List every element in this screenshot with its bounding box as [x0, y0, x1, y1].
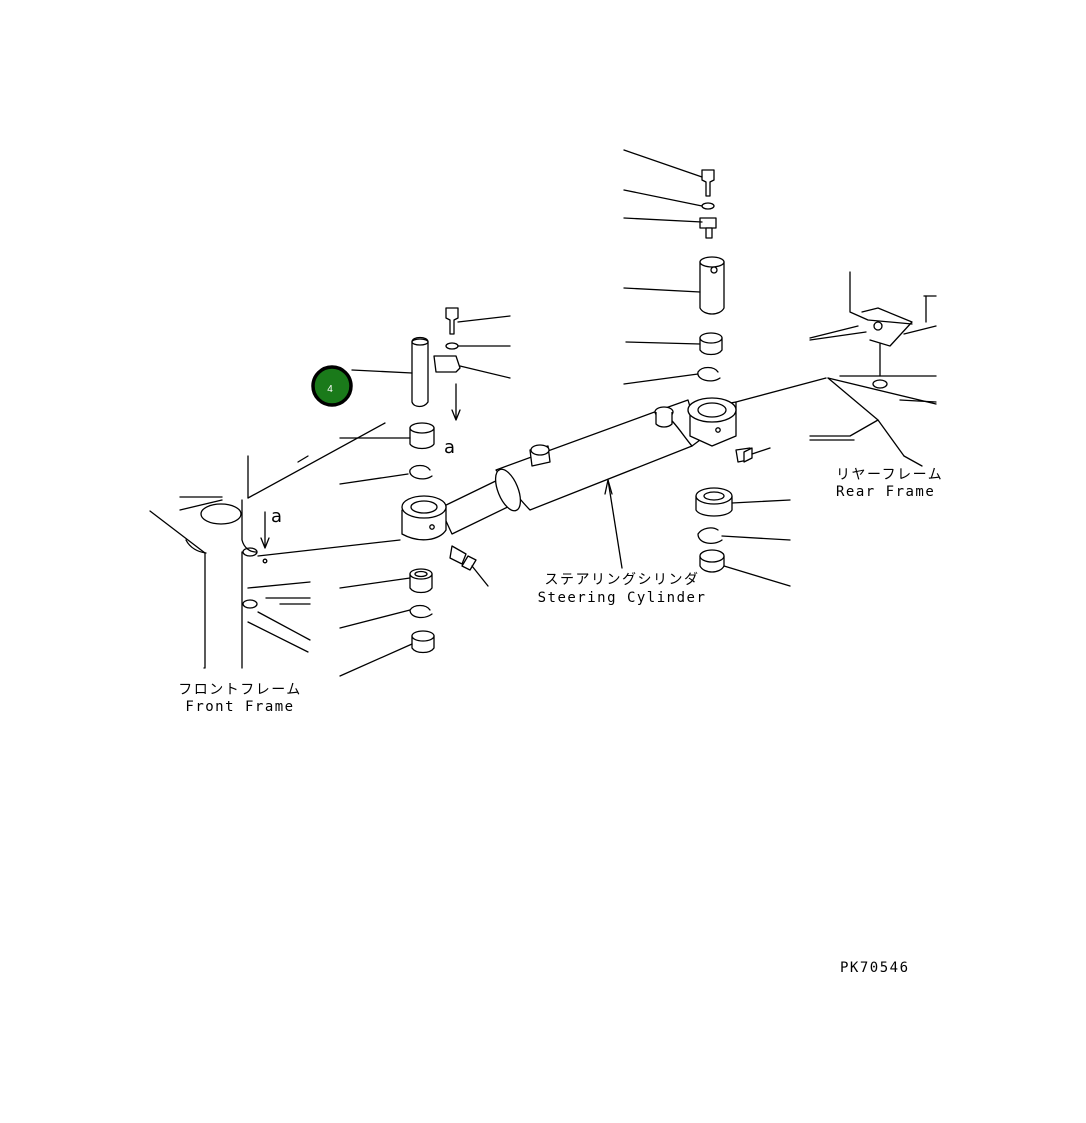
rear-mount-parts: [695, 169, 733, 573]
leader-lines: [203, 149, 923, 677]
steering-cylinder: [401, 397, 753, 571]
front-mount-parts: [409, 307, 461, 654]
rear-frame-label-jp: リヤーフレーム: [836, 467, 943, 483]
front-frame-label-jp: フロントフレーム: [178, 682, 302, 698]
front-frame-label-en: Front Frame: [185, 699, 294, 715]
callout-number: 4: [327, 384, 333, 395]
detail-letter-a-lower: a: [271, 506, 282, 527]
callout-badge-4[interactable]: 4: [311, 365, 353, 407]
callout-circle[interactable]: [311, 365, 353, 407]
detail-letter-a-upper: a: [444, 437, 455, 458]
drawing-code: PK70546: [840, 960, 910, 976]
rear-frame-structure: [809, 271, 937, 457]
rear-frame-label-en: Rear Frame: [836, 484, 935, 500]
steering-cylinder-label-en: Steering Cylinder: [538, 590, 707, 606]
steering-cylinder-label-jp: ステアリングシリンダ: [545, 572, 700, 588]
front-frame-structure: [149, 422, 401, 669]
